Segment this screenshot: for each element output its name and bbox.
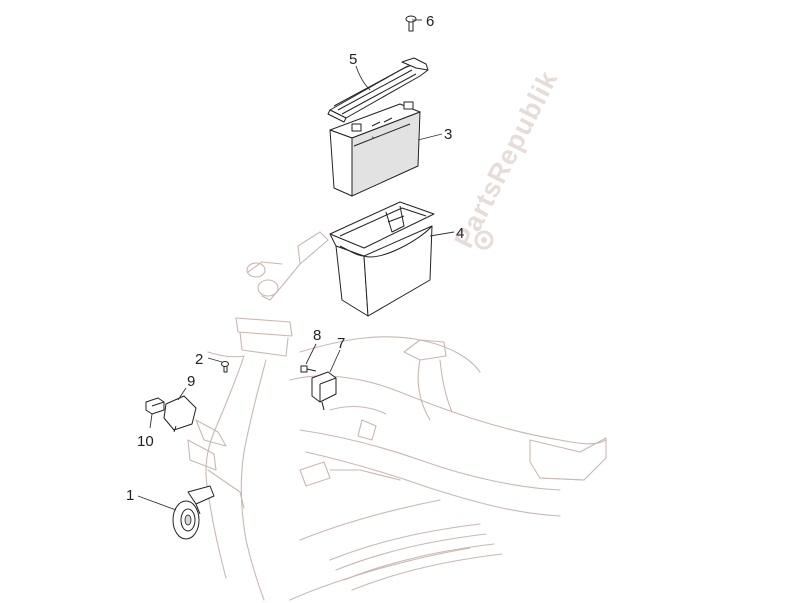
part-screw [405,15,417,32]
part-horn [172,485,215,540]
callout-6: 6 [426,13,434,30]
callout-5: 5 [349,51,357,68]
watermark-gear-icon [474,230,494,250]
part-control-unit [163,395,197,433]
part-bolt [300,365,317,373]
callout-1: 1 [126,487,134,504]
scooter-frame-outline [187,231,607,601]
part-battery-strap [327,57,429,123]
callout-2: 2 [195,351,203,368]
leader-lines [137,19,455,511]
callout-4: 4 [456,225,464,242]
callout-8: 8 [313,327,321,344]
part-battery: + - [329,101,421,197]
watermark-text: PartsRepublik [449,66,564,253]
svg-text:+ -: + - [371,134,380,142]
part-screw-small [221,361,229,373]
part-relay [311,371,337,411]
callout-10: 10 [137,433,154,450]
callout-9: 9 [187,373,195,390]
callout-7: 7 [337,335,345,352]
callout-3: 3 [444,126,452,143]
callout-labels: 6 5 3 4 8 7 2 9 10 1 [126,13,464,504]
part-battery-box [329,201,435,317]
part-connector [145,397,165,415]
